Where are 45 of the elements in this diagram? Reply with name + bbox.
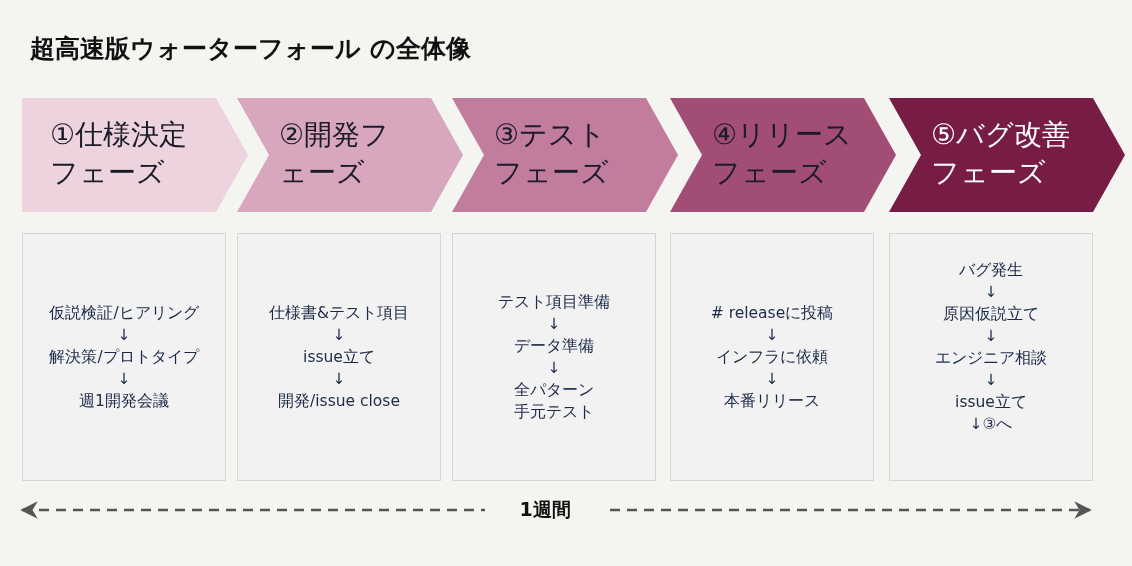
step-text: 本番リリース [724, 391, 820, 412]
step-text: ↓ [332, 369, 346, 390]
step-text: テスト項目準備 [498, 292, 610, 313]
step-text: ↓ [765, 369, 779, 390]
phase-banner [237, 98, 463, 212]
step-text: ↓ [765, 325, 779, 346]
phase-label: ②開発フェーズ [279, 117, 391, 191]
step-card [237, 233, 441, 481]
step-card [670, 233, 874, 481]
step-text: 全パターン手元テスト [513, 380, 595, 423]
step-text: エンジニア相談 [935, 348, 1047, 369]
step-text: issue立て [955, 392, 1027, 413]
step-text: ↓ [117, 369, 131, 390]
step-text: バグ発生 [959, 260, 1023, 281]
phase-label: ①仕様決定フェーズ [50, 117, 189, 191]
step-text: データ準備 [514, 336, 594, 357]
step-text: インフラに依頼 [716, 347, 828, 368]
dimension-label: 1週間 [518, 497, 572, 522]
step-text: ↓ [984, 326, 998, 347]
step-text: 週1開発会議 [79, 391, 169, 412]
step-text: ↓ [117, 325, 131, 346]
step-text: ↓③へ [969, 414, 1013, 435]
phase-banner [889, 98, 1125, 212]
step-card [889, 233, 1093, 481]
step-text: # releaseに投稿 [710, 303, 834, 324]
step-text: 解決策/プロトタイプ [49, 347, 199, 368]
step-text: ↓ [984, 282, 998, 303]
phase-label: ③テストフェーズ [494, 117, 610, 191]
step-text: 開発/issue close [278, 391, 400, 412]
step-card [22, 233, 226, 481]
step-text: 仮説検証/ヒアリング [49, 303, 199, 324]
step-text: ↓ [547, 358, 561, 379]
phase-banner [670, 98, 896, 212]
step-card [452, 233, 656, 481]
phase-banner [22, 98, 248, 212]
step-text: 原因仮説立て [943, 304, 1039, 325]
phase-label: ④リリースフェーズ [712, 117, 854, 191]
phase-banner [452, 98, 678, 212]
step-text: ↓ [332, 325, 346, 346]
step-text: issue立て [303, 347, 375, 368]
step-text: ↓ [547, 314, 561, 335]
title: 超高速版ウォーターフォール の全体像 [30, 33, 471, 65]
step-text: ↓ [984, 370, 998, 391]
step-text: 仕様書&テスト項目 [268, 303, 410, 324]
phase-label: ⑤バグ改善フェーズ [931, 117, 1072, 191]
